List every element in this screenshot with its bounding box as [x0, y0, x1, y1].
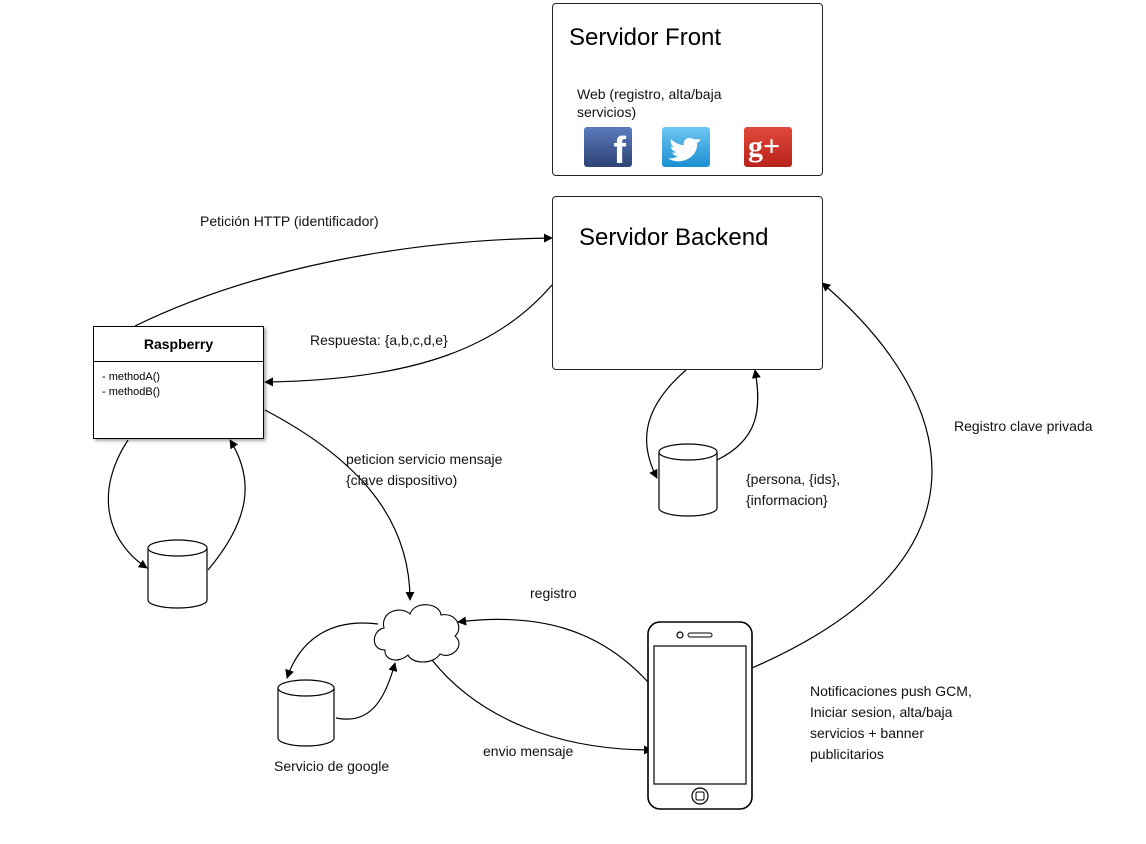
backend-server-box: Servidor Backend — [552, 196, 823, 370]
raspberry-method-list: - methodA() - methodB() — [94, 362, 263, 400]
backend-db-label-line1: {persona, {ids}, — [746, 471, 841, 487]
phone-note-line1: Notificaciones push GCM, — [810, 683, 972, 699]
private-key-label: Registro clave privada — [954, 418, 1093, 434]
raspberry-database-cylinder — [147, 539, 208, 609]
registro-label: registro — [530, 585, 577, 601]
google-plus-icon: g+ — [744, 127, 792, 167]
phone-note-line3: servicios + banner — [810, 725, 925, 741]
phone-screen — [653, 645, 747, 785]
backend-server-title: Servidor Backend — [579, 224, 769, 251]
backend-database-cylinder — [658, 443, 718, 517]
phone-home-button — [691, 787, 709, 805]
google-database-cylinder — [277, 679, 335, 747]
raspberry-db-write-connector — [107, 439, 148, 569]
twitter-icon — [662, 127, 710, 167]
phone-camera-icon — [676, 631, 684, 639]
cloud-db-read-connector — [335, 662, 398, 720]
response-connector — [264, 284, 553, 387]
google-plus-glyph: g+ — [748, 130, 781, 163]
http-request-label: Petición HTTP (identificador) — [200, 213, 379, 229]
backend-db-write-connector — [646, 369, 687, 479]
facebook-glyph: f — [613, 130, 626, 172]
gcm-cloud — [373, 604, 460, 663]
service-request-label-line1: peticion servicio mensaje — [346, 451, 503, 467]
phone-note-line2: Iniciar sesion, alta/baja — [810, 704, 953, 720]
raspberry-class-title: Raspberry — [94, 327, 263, 362]
raspberry-method-item: - methodA() — [102, 371, 161, 383]
smartphone — [647, 621, 753, 810]
front-server-web-line2: servicios) — [577, 104, 637, 120]
facebook-icon: f — [584, 127, 632, 171]
send-message-label: envio mensaje — [483, 743, 574, 759]
service-request-label-line2: {clave dispositivo) — [346, 472, 458, 488]
front-server-title: Servidor Front — [569, 24, 722, 51]
raspberry-class-box: Raspberry - methodA() - methodB() — [93, 326, 264, 439]
backend-db-label-line2: {informacion} — [746, 492, 828, 508]
http-request-connector — [134, 233, 553, 327]
phone-note-line4: publicitarios — [810, 746, 884, 762]
private-key-connector — [751, 282, 933, 669]
registro-connector — [457, 616, 649, 683]
phone-speaker — [687, 632, 713, 638]
service-request-connector — [264, 409, 415, 601]
send-message-connector — [431, 659, 653, 755]
cloud-db-write-connector — [285, 622, 379, 679]
raspberry-db-read-connector — [207, 439, 246, 571]
google-service-label: Servicio de google — [274, 758, 390, 774]
raspberry-method-item: - methodB() — [102, 386, 161, 398]
response-label: Respuesta: {a,b,c,d,e} — [310, 332, 448, 348]
front-server-web-line1: Web (registro, alta/baja — [577, 86, 722, 102]
backend-db-read-connector — [716, 369, 761, 461]
